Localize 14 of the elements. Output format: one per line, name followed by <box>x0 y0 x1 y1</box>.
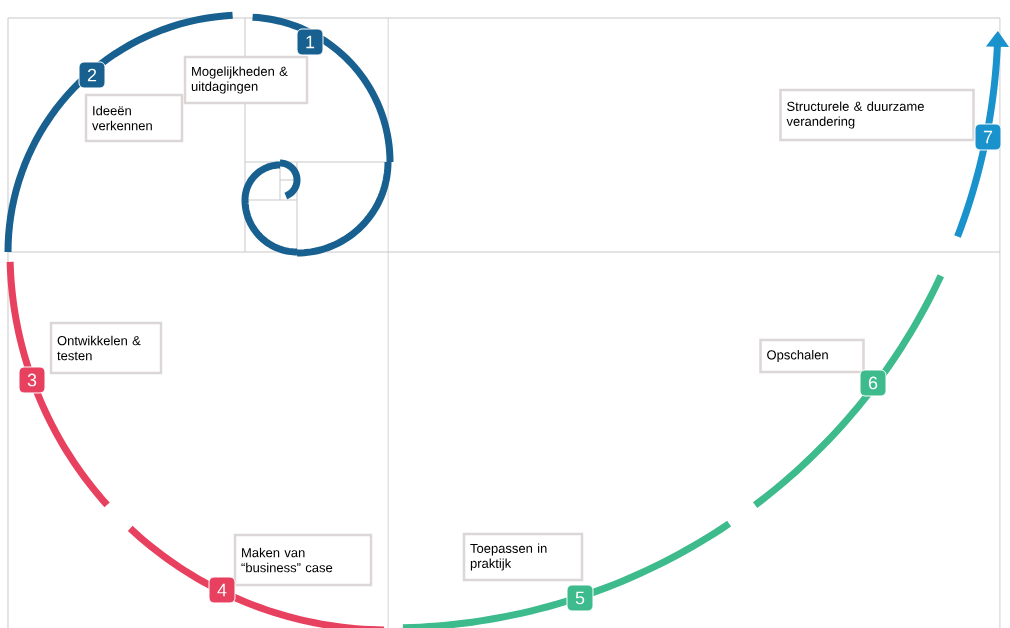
label-box: Structurele & duurzame verandering <box>779 88 975 142</box>
number-badge: 1 <box>296 28 324 56</box>
label-box: Opschalen <box>759 338 865 374</box>
label-box: Maken van “business” case <box>233 533 373 587</box>
number-badge: 6 <box>859 369 887 397</box>
number-badge: 5 <box>566 584 594 612</box>
number-badge: 4 <box>208 576 236 604</box>
number-badge: 7 <box>974 123 1002 151</box>
label-box: Ideeën verkennen <box>84 93 184 143</box>
number-badge: 2 <box>78 61 106 89</box>
label-box: Mogelijkheden & uitdagingen <box>183 55 309 105</box>
label-box: Toepassen in praktijk <box>462 532 584 582</box>
label-box: Ontwikkelen & testen <box>49 321 163 375</box>
number-badge: 3 <box>18 366 46 394</box>
